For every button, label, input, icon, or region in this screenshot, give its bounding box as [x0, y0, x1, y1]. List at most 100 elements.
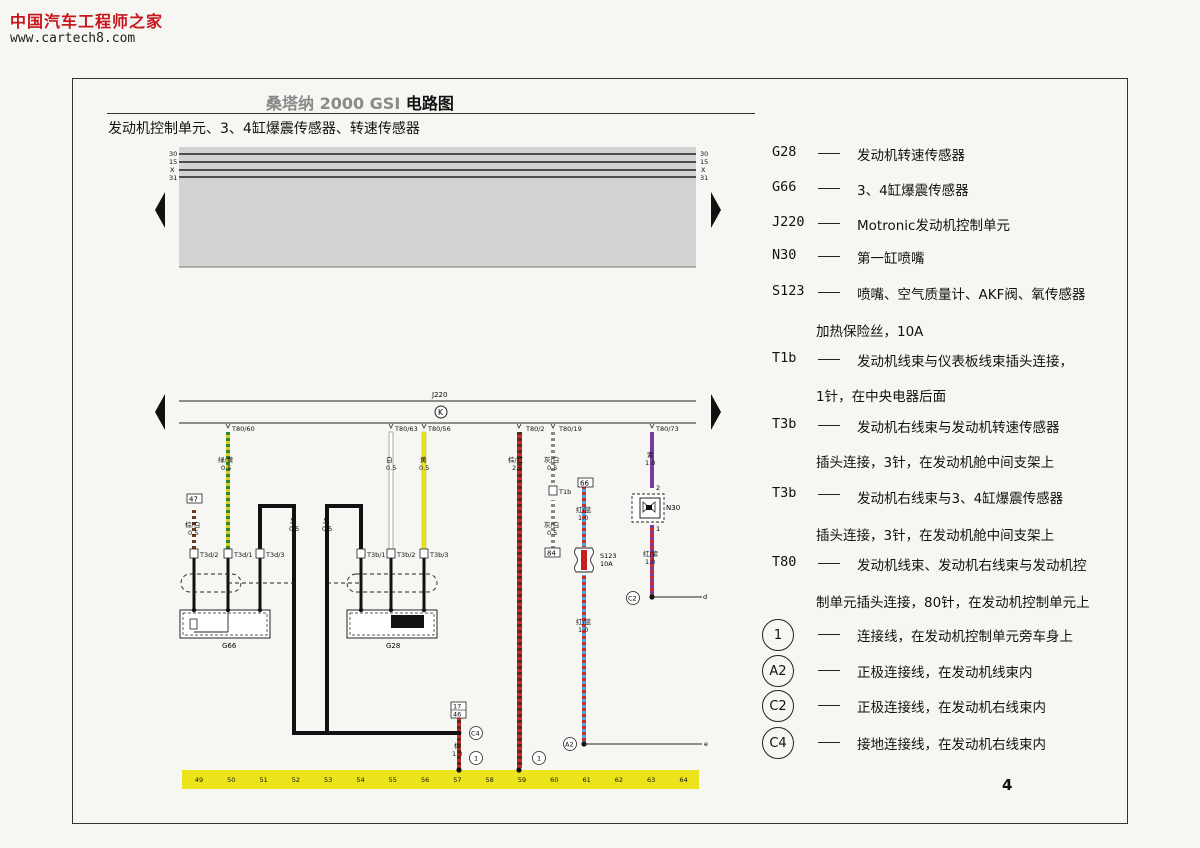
- ground-bar-position-label: 59: [518, 776, 526, 784]
- wire-size-label: 1.0: [578, 514, 588, 522]
- legend-text-j220: Motronic发动机控制单元: [857, 218, 1010, 234]
- legend-text-t3b-g28: 发动机右线束与发动机转速传感器: [857, 420, 1060, 436]
- pin-label: T80/56: [427, 425, 451, 433]
- legend-code-j220: J220: [772, 214, 805, 230]
- node-label-c4: C4: [471, 730, 480, 738]
- ground-bar-position-label: 52: [292, 776, 300, 784]
- page-number: 4: [1002, 776, 1013, 794]
- wire-red-violet: [650, 525, 654, 595]
- prev-page-arrow-icon[interactable]: [155, 192, 165, 228]
- bus-label-31-right: 31: [700, 174, 708, 182]
- wire-size-label: 1.0: [645, 558, 655, 566]
- ground-bar-position-label: 64: [679, 776, 687, 784]
- wire-color-label: 紫: [647, 451, 654, 459]
- terminal-icon: [189, 548, 199, 559]
- next-page-arrow-icon[interactable]: [711, 394, 721, 430]
- ref-label-17: 17: [453, 703, 461, 711]
- pin-arrow-icon: [225, 423, 231, 429]
- wire-brown-white: [192, 508, 196, 550]
- wire-yellow: [421, 431, 427, 550]
- wire-size-label: 1.0: [452, 750, 462, 758]
- wire-color-label: 棕/红: [508, 455, 524, 464]
- pin-label: T80/60: [231, 425, 255, 433]
- wire-grey-white-bottom: [551, 500, 555, 548]
- node-label-c2: C2: [628, 595, 637, 603]
- bus-label-31-left: 31: [169, 174, 177, 182]
- wire-size-label: 2.5: [512, 464, 522, 472]
- legend-dash: [818, 705, 840, 706]
- node-label-1: 1: [537, 755, 541, 763]
- wire-size-label: 0.5: [289, 525, 299, 533]
- page-title: 桑塔纳 2000 GSI 电路图: [266, 90, 454, 114]
- legend-dash: [818, 256, 840, 257]
- legend-dash: [818, 494, 840, 495]
- node-label-a2: A2: [565, 741, 574, 749]
- terminal-icon: [255, 548, 265, 559]
- legend-text-g28: 发动机转速传感器: [857, 148, 965, 164]
- ground-bar-position-label: 57: [453, 776, 461, 784]
- pin-label: T80/63: [394, 425, 418, 433]
- injector-n30: [631, 493, 665, 523]
- wire-size-label: 0.5: [221, 464, 231, 472]
- page-frame: [72, 78, 1128, 824]
- prev-page-arrow-icon[interactable]: [155, 394, 165, 430]
- ref-label-84: 84: [547, 550, 556, 558]
- ground-bar-position-label: 56: [421, 776, 429, 784]
- bus-label-x-right: X: [701, 166, 706, 174]
- watermark-site-name: 中国汽车工程师之家: [10, 12, 164, 31]
- pin-arrow-icon: [516, 423, 522, 429]
- legend-code-t3b-g66: T3b: [772, 485, 797, 501]
- wire-size-label: 0.5: [547, 529, 557, 537]
- wire-black-1: [258, 504, 459, 735]
- bus-label-30-left: 30: [169, 150, 177, 158]
- connector-text-a2: 正极连接线，在发动机线束内: [857, 665, 1033, 681]
- next-page-arrow-icon[interactable]: [711, 192, 721, 228]
- wire-color-label: 白: [386, 455, 393, 464]
- watermark-url: www.cartech8.com: [10, 31, 136, 46]
- node-badge-1: [469, 751, 483, 765]
- terminal-label: T3d/1: [233, 551, 253, 559]
- wire-color-label: 绿/黄: [218, 455, 234, 464]
- pin-label: T80/19: [558, 425, 582, 433]
- ref-box-84: [544, 547, 561, 558]
- splice-node-c4: [456, 730, 462, 736]
- sensor-g28: [346, 607, 438, 639]
- legend-dash: [818, 634, 840, 635]
- ref-label-46: 46: [453, 711, 461, 719]
- node-badge-1: [532, 751, 546, 765]
- ref-label-66: 66: [580, 480, 589, 488]
- connector-text-1: 连接线，在发动机控制单元旁车身上: [857, 629, 1073, 645]
- legend-cont-t3b-g28: 插头连接，3针，在发动机舱中间支架上: [816, 455, 1055, 471]
- legend-code-n30: N30: [772, 247, 797, 263]
- ground-bar-position-label: 50: [227, 776, 235, 784]
- legend-text-g66: 3、4缸爆震传感器: [857, 183, 969, 199]
- wire-black-2: [325, 504, 363, 733]
- ground-bar-position-label: 51: [259, 776, 267, 784]
- shield-g66: [180, 573, 242, 593]
- wire-color-label: 黄: [420, 455, 427, 464]
- terminal-icon: [548, 485, 558, 496]
- legend-dash: [818, 425, 840, 426]
- terminal-label: T3b/3: [429, 551, 449, 559]
- ground-bar: [182, 770, 699, 789]
- wire-color-label: 黑: [290, 517, 297, 525]
- bus-label-30-right: 30: [700, 150, 708, 158]
- ground-node: [516, 767, 522, 773]
- legend-text-s123: 喷嘴、空气质量计、AKF阀、氧传感器: [857, 287, 1086, 303]
- shield-g28: [346, 573, 438, 593]
- ref-box-66: [577, 477, 594, 488]
- ground-bar-position-label: 60: [550, 776, 558, 784]
- fuse-s123-label: S123: [600, 552, 617, 560]
- legend-code-g66: G66: [772, 179, 797, 195]
- legend-dash: [818, 223, 840, 224]
- fuse-s123-rating: 10A: [600, 560, 613, 568]
- legend-text-n30: 第一缸喷嘴: [857, 251, 925, 267]
- bus-label-15-right: 15: [700, 158, 708, 166]
- legend-text-t80: 发动机线束、发动机右线束与发动机控: [857, 558, 1087, 574]
- ground-node: [456, 767, 462, 773]
- terminal-label: T1b: [558, 488, 571, 496]
- terminal-icon: [223, 548, 233, 559]
- node-badge-c2: [626, 591, 640, 605]
- wire-color-label: 灰/白: [544, 520, 559, 529]
